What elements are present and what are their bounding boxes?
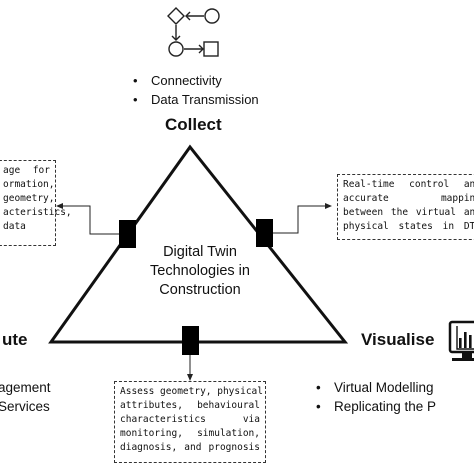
collect-title: Collect — [165, 115, 222, 134]
monitor-chart-icon — [448, 320, 474, 361]
connector-right — [270, 205, 326, 234]
right-box-line: accurate mapping — [343, 193, 474, 204]
right-box-line: between the virtual and — [343, 207, 474, 218]
bottom-box-line: attributes, behavioural — [120, 400, 260, 411]
visualise-bullet-label: Virtual Modelling — [334, 380, 434, 395]
collect-bullet-connectivity: • Connectivity — [133, 71, 222, 90]
bottom-info-box: Assess geometry, physical attributes, be… — [114, 381, 266, 463]
collect-bullet-label: Connectivity — [151, 73, 222, 88]
bullet-dot: • — [133, 92, 138, 107]
visualise-bullet-replicating: • Replicating the P — [316, 397, 436, 416]
left-box-line: data — [3, 221, 26, 232]
block-left-edge — [119, 220, 136, 248]
compute-bullet-label: Services — [0, 399, 50, 414]
center-label-line: Digital Twin — [163, 244, 237, 260]
bottom-box-line: monitoring, simulation, — [120, 428, 260, 439]
compute-bullet-label: agement — [0, 380, 51, 395]
compute-bullet-management: agement — [0, 378, 51, 397]
right-box-line: Real-time control and — [343, 179, 474, 190]
block-right-edge — [256, 219, 273, 247]
center-label-line: Construction — [159, 282, 241, 298]
connector-left-arrow — [56, 203, 63, 209]
collect-bullet-label: Data Transmission — [151, 92, 259, 107]
visualise-bullet-label: Replicating the P — [334, 399, 437, 414]
right-info-box: Real-time control and accurate mapping b… — [337, 174, 474, 240]
left-box-line: age for — [3, 165, 50, 176]
bottom-box-line: characteristics via — [120, 414, 260, 425]
center-label: Digital Twin Technologies in Constructio… — [140, 243, 260, 300]
bottom-box-line: Assess geometry, physical — [120, 386, 263, 397]
connector-bottom-arrow — [187, 374, 193, 381]
bullet-dot: • — [133, 73, 138, 88]
connector-right-arrow — [325, 203, 332, 209]
left-box-line: acteristics, — [3, 207, 72, 218]
collect-bullet-data-transmission: • Data Transmission — [133, 90, 259, 109]
bottom-box-line: diagnosis, and prognosis — [120, 442, 260, 453]
visualise-title: Visualise — [361, 330, 435, 349]
center-label-line: Technologies in — [150, 263, 250, 279]
bullet-dot: • — [316, 399, 321, 414]
left-box-line: ormation, — [3, 179, 55, 190]
right-box-line: physical states in DTs — [343, 221, 474, 232]
left-box-line: geometry, — [3, 193, 55, 204]
left-info-box: age for ormation, geometry, acteristics,… — [0, 160, 72, 246]
bullet-dot: • — [316, 380, 321, 395]
compute-title-partial: ute — [2, 330, 28, 349]
flow-shapes-icon — [167, 7, 220, 57]
connector-left — [62, 205, 120, 235]
visualise-bullet-virtual-modelling: • Virtual Modelling — [316, 378, 434, 397]
block-bottom-edge — [182, 326, 199, 355]
compute-bullet-services: Services — [0, 397, 50, 416]
